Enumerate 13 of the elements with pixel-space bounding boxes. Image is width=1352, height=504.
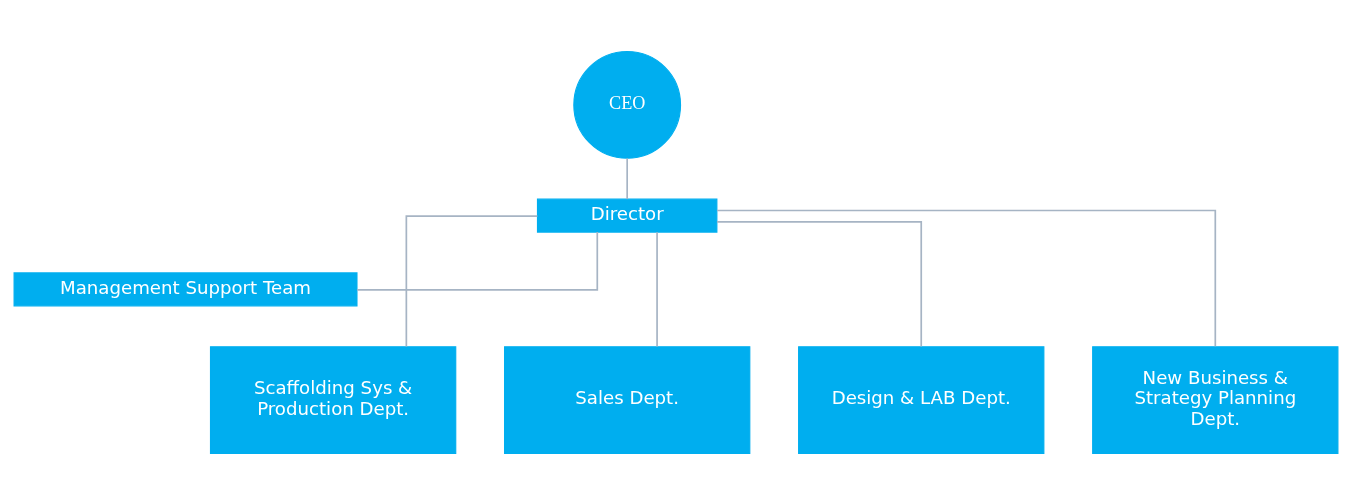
node-box: Director (536, 198, 718, 233)
node-box: New Business & Strategy Planning Dept. (1092, 345, 1339, 454)
node-circle: CEO (573, 50, 682, 159)
connector (716, 220, 923, 347)
connector (626, 156, 629, 200)
node-box: Design & LAB Dept. (798, 345, 1045, 454)
connector (405, 214, 539, 347)
connector (716, 209, 1217, 347)
node-box: Management Support Team (13, 271, 358, 306)
connector (356, 230, 599, 291)
node-box: Scaffolding Sys & Production Dept. (209, 345, 457, 454)
connector (656, 230, 658, 347)
node-box: Sales Dept. (504, 345, 751, 454)
